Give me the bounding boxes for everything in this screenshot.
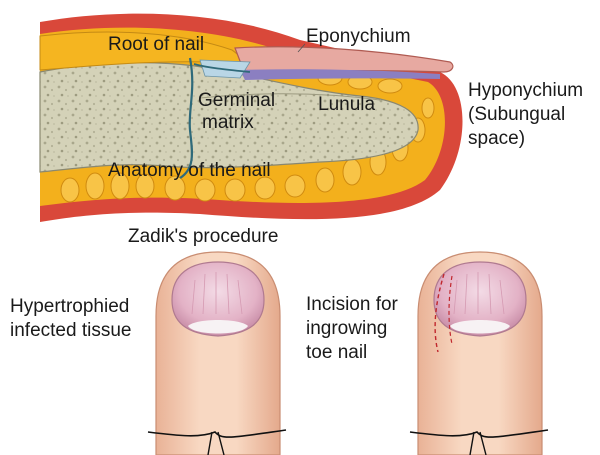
label-lunula: Lunula: [318, 94, 375, 116]
label-incision-1: Incision for: [306, 294, 398, 316]
label-incision-3: toe nail: [306, 342, 367, 364]
label-hypertrophied-2: infected tissue: [10, 320, 131, 342]
label-incision-2: ingrowing: [306, 318, 387, 340]
label-root-of-nail: Root of nail: [108, 34, 204, 56]
label-hyponychium-1: Hyponychium: [468, 80, 583, 102]
label-hypertrophied-1: Hypertrophied: [10, 296, 129, 318]
label-germinal-2: matrix: [202, 112, 254, 134]
label-zadik: Zadik's procedure: [128, 226, 278, 248]
label-eponychium: Eponychium: [306, 26, 411, 48]
label-germinal-1: Germinal: [198, 90, 275, 112]
label-hyponychium-3: space): [468, 128, 525, 150]
toe-hypertrophied: [148, 252, 286, 455]
label-hyponychium-2: (Subungual: [468, 104, 565, 126]
toe-incision: [410, 252, 548, 455]
label-anatomy: Anatomy of the nail: [108, 160, 271, 182]
